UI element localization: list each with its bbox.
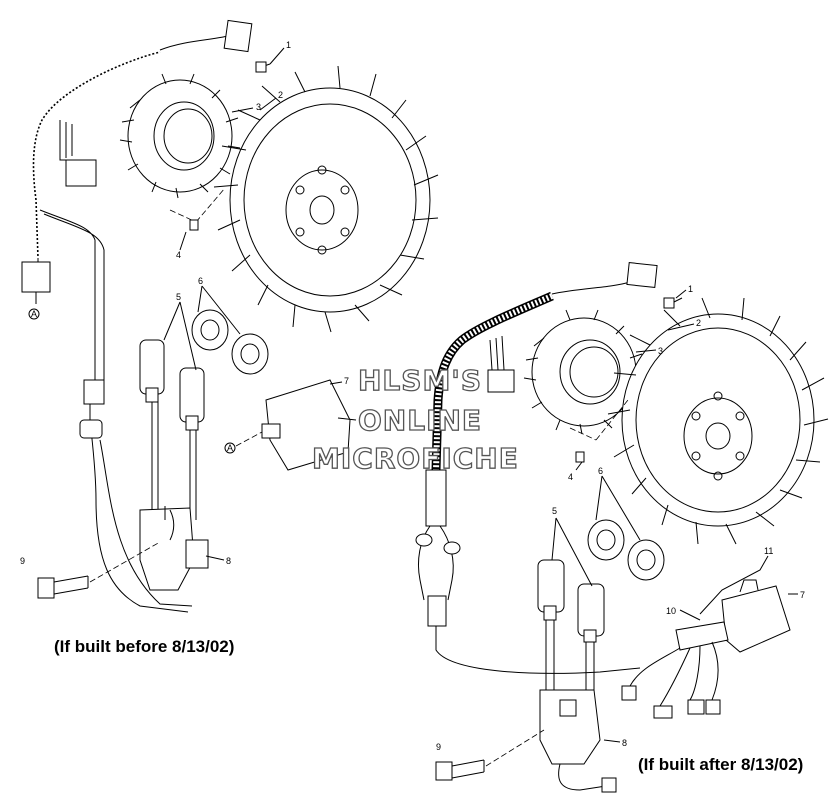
- watermark-line-3: MICROFICHE: [312, 442, 519, 475]
- grommets-left: [191, 309, 269, 375]
- screw-right-1: [663, 297, 683, 309]
- wire-harness-right: [415, 262, 658, 674]
- callout-7-left: 7: [344, 376, 349, 386]
- stator-left: [119, 73, 241, 199]
- watermark-line-1: HLSM'S: [358, 364, 482, 397]
- watermark: HLSM'S ONLINE MICROFICHE: [311, 363, 519, 475]
- right-assembly: 1 2 3 4 5 6 7 8 9 10 11: [415, 262, 829, 793]
- screw-left-4: [169, 187, 226, 231]
- callout-9-right: 9: [436, 742, 441, 752]
- callout-6-left: 6: [198, 276, 203, 286]
- bolt-right-9: [435, 729, 545, 781]
- bolt-left-9: [37, 541, 161, 599]
- cdi-box-left: [224, 379, 357, 471]
- screw-right-4: [569, 399, 629, 463]
- ignition-coil-right: [539, 689, 617, 793]
- screw-left-1: [255, 61, 271, 73]
- callout-1-right: 1: [688, 284, 693, 294]
- flywheel-right: [607, 297, 829, 545]
- callout-8-left: 8: [226, 556, 231, 566]
- callout-2-left: 2: [278, 90, 283, 100]
- callout-3-right: 3: [658, 346, 663, 356]
- callout-5-right: 5: [552, 506, 557, 516]
- caption-built-after: (If built after 8/13/02): [638, 755, 803, 774]
- callout-11-right: 11: [764, 546, 773, 556]
- callout-4-right: 4: [568, 472, 573, 482]
- callout-6-right: 6: [598, 466, 603, 476]
- spark-plug-caps-right: [537, 559, 605, 700]
- cdi-harness-right: [621, 621, 729, 719]
- grommets-right: [587, 519, 665, 581]
- callout-10-right: 10: [666, 606, 676, 616]
- callout-A-left-2: A: [227, 443, 233, 453]
- callout-4-left: 4: [176, 250, 181, 260]
- ignition-coil-left: [139, 506, 209, 591]
- callout-9-left: 9: [20, 556, 25, 566]
- callout-A-left-1: A: [31, 309, 37, 319]
- callout-1-left: 1: [286, 40, 291, 50]
- flywheel-left: [213, 65, 439, 333]
- spark-plug-caps-left: [139, 339, 205, 520]
- wire-harness-left: [21, 19, 253, 613]
- callout-5-left: 5: [176, 292, 181, 302]
- cdi-box-right: [721, 579, 791, 653]
- left-assembly: 1 2 3 4 5 6 7 8 9 A A: [20, 19, 439, 613]
- callout-2-right: 2: [696, 318, 701, 328]
- callout-3-left: 3: [256, 102, 261, 112]
- watermark-line-2: ONLINE: [358, 404, 482, 437]
- callout-7-right: 7: [800, 590, 805, 600]
- caption-built-before: (If built before 8/13/02): [54, 637, 234, 656]
- callout-8-right: 8: [622, 738, 627, 748]
